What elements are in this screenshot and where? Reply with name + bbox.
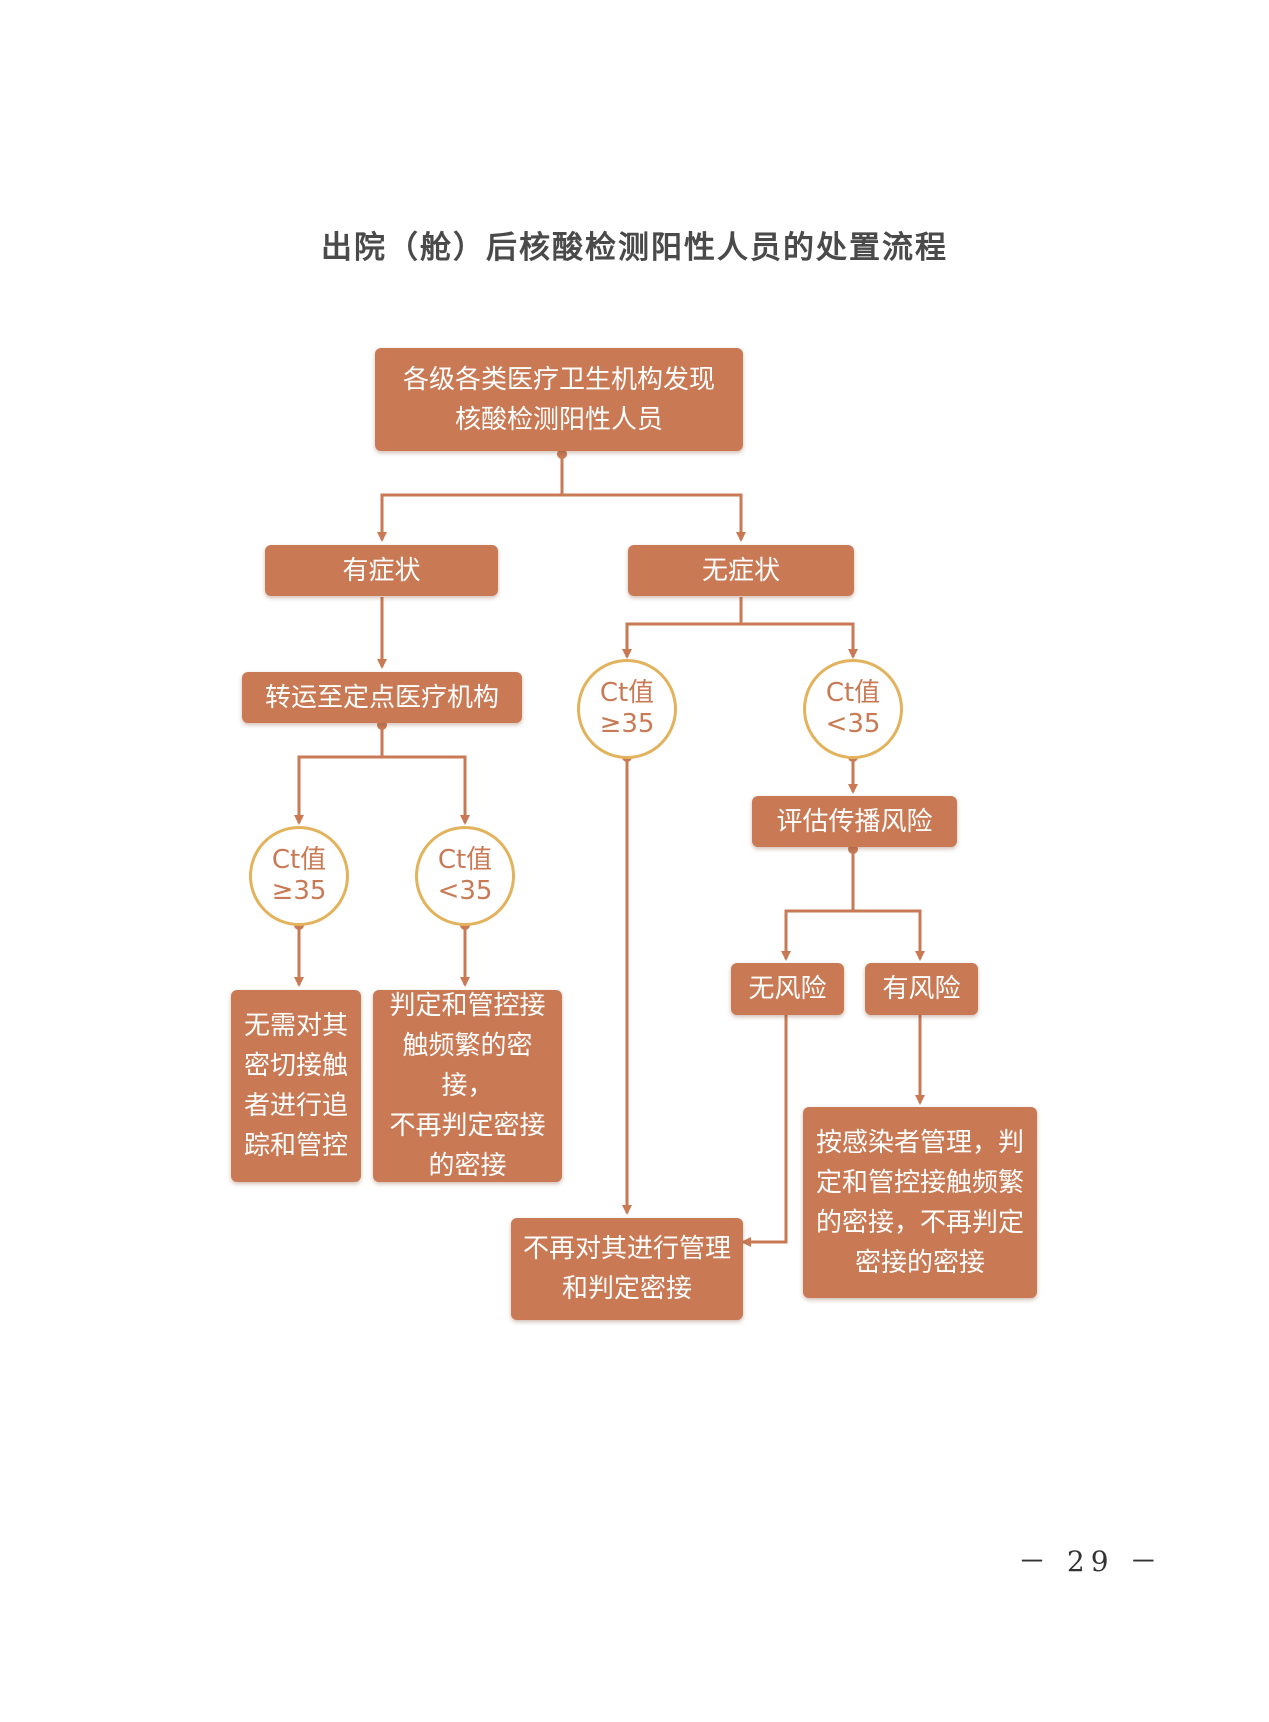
determine-contacts-line-4: 的密接 bbox=[428, 1151, 507, 1181]
left-ct-low-cond: <35 bbox=[437, 876, 493, 906]
connector-root-split bbox=[377, 452, 564, 542]
infected-management-node: 按感染者管理，判 定和管控接触频繁 的密接，不再判定 密接的密接 bbox=[803, 1107, 1037, 1298]
left-ct-high-cond: ≥35 bbox=[271, 876, 327, 906]
determine-contacts-line-1: 判定和管控接 bbox=[389, 991, 546, 1021]
connector-asym-ct-low bbox=[741, 622, 858, 659]
infected-management-line-2: 定和管控接触频繁 bbox=[815, 1167, 1024, 1198]
symptomatic-node: 有症状 bbox=[265, 545, 498, 596]
connector-assess-norisk bbox=[781, 847, 855, 961]
left-ct-high-circle: Ct值 ≥35 bbox=[249, 826, 349, 926]
right-ct-high-label: Ct值 bbox=[599, 678, 655, 708]
infected-management-line-4: 密接的密接 bbox=[854, 1247, 985, 1278]
connector-norisk-nomgmt bbox=[741, 1015, 788, 1247]
no-risk-node: 无风险 bbox=[731, 963, 844, 1015]
left-ct-low-circle: Ct值 <35 bbox=[415, 826, 515, 926]
connector-transfer-ct-low bbox=[382, 755, 470, 825]
root-node-line-1: 各级各类医疗卫生机构发现 bbox=[402, 364, 715, 395]
infected-management-line-1: 按感染者管理，判 bbox=[815, 1127, 1024, 1158]
right-ct-low-label: Ct值 bbox=[825, 678, 881, 708]
connector-transfer-ct-high bbox=[294, 723, 384, 825]
root-node: 各级各类医疗卫生机构发现 核酸检测阳性人员 bbox=[375, 348, 743, 451]
no-tracking-node: 无需对其 密切接触 者进行追 踪和管控 bbox=[231, 990, 361, 1182]
no-tracking-line-4: 踪和管控 bbox=[243, 1131, 348, 1161]
asymptomatic-node: 无症状 bbox=[628, 545, 854, 596]
connector-root-asym bbox=[562, 493, 746, 542]
page-number: － 29 － bbox=[1018, 1545, 1164, 1578]
has-risk-node: 有风险 bbox=[865, 963, 978, 1015]
no-management-line-1: 不再对其进行管理 bbox=[522, 1234, 731, 1264]
connector-assess-risk bbox=[853, 909, 925, 961]
infected-management-line-3: 的密接，不再判定 bbox=[815, 1207, 1024, 1238]
right-ct-low-cond: <35 bbox=[825, 709, 881, 739]
no-tracking-line-1: 无需对其 bbox=[243, 1011, 348, 1041]
no-management-line-2: 和判定密接 bbox=[561, 1274, 692, 1304]
determine-contacts-line-3: 不再判定密接 bbox=[389, 1111, 546, 1141]
no-tracking-line-2: 密切接触 bbox=[243, 1051, 348, 1081]
transfer-node: 转运至定点医疗机构 bbox=[242, 672, 522, 723]
right-ct-high-cond: ≥35 bbox=[599, 709, 655, 739]
left-ct-low-label: Ct值 bbox=[437, 845, 493, 875]
assess-risk-node: 评估传播风险 bbox=[752, 796, 957, 847]
left-ct-high-label: Ct值 bbox=[271, 845, 327, 875]
determine-contacts-node: 判定和管控接 触频繁的密接， 不再判定密接 的密接 bbox=[373, 990, 562, 1182]
no-tracking-line-3: 者进行追 bbox=[243, 1091, 348, 1121]
determine-contacts-line-2: 触频繁的密接， bbox=[402, 1031, 533, 1101]
page-title: 出院（舱）后核酸检测阳性人员的处置流程 bbox=[321, 230, 948, 266]
connector-asym-ct-high bbox=[622, 597, 743, 659]
no-management-node: 不再对其进行管理 和判定密接 bbox=[511, 1218, 743, 1320]
right-ct-low-circle: Ct值 <35 bbox=[803, 659, 903, 759]
right-ct-high-circle: Ct值 ≥35 bbox=[577, 659, 677, 759]
root-node-line-2: 核酸检测阳性人员 bbox=[454, 404, 663, 435]
